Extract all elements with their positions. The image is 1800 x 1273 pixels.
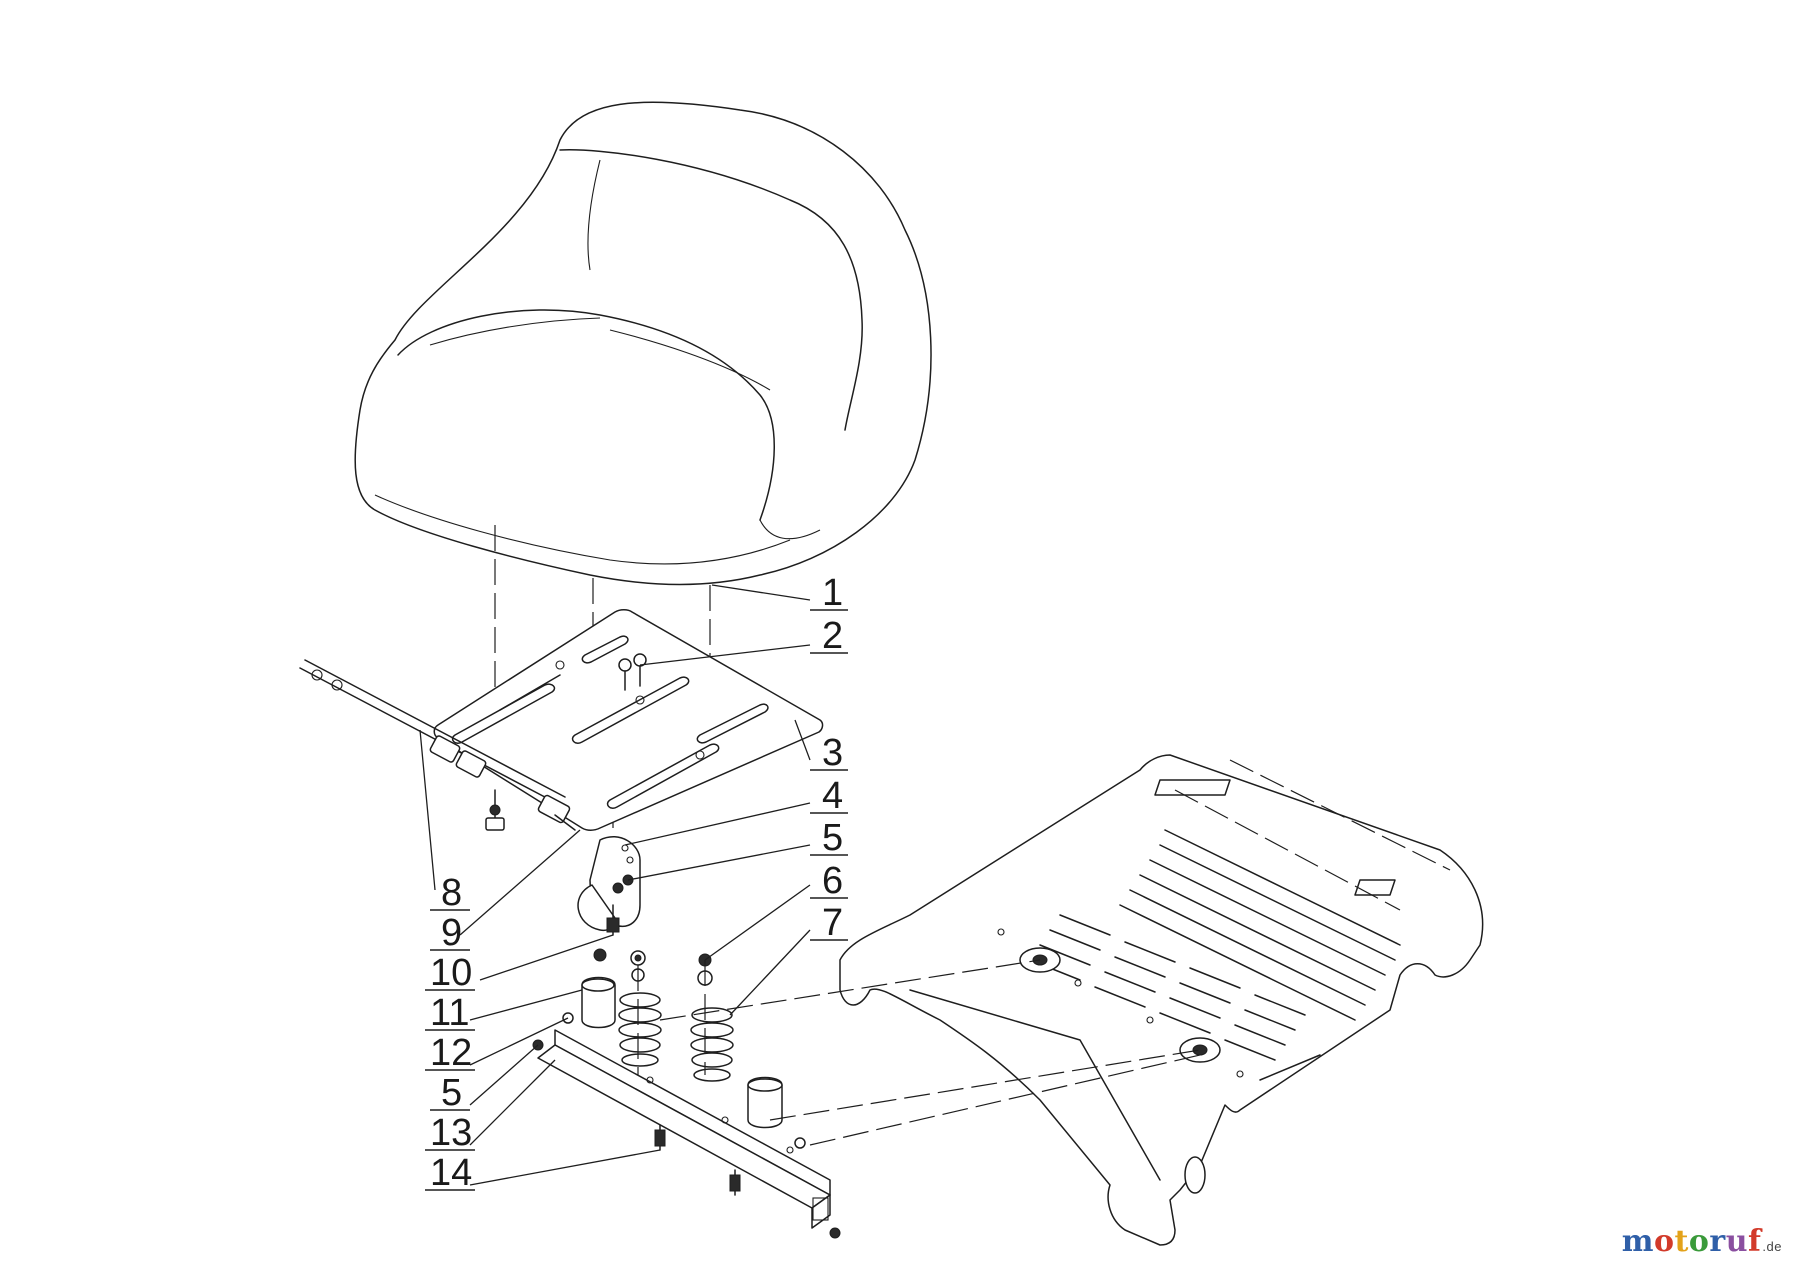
label-part-7: 7 <box>822 902 843 944</box>
part-number-labels: 1 2 3 4 5 6 7 8 9 10 11 12 5 13 14 <box>425 572 848 1194</box>
label-part-9: 9 <box>441 912 462 954</box>
pivot-rod-part <box>299 659 576 831</box>
motoruf-watermark-logo: motoruf.de <box>1621 1224 1782 1259</box>
label-part-8: 8 <box>441 872 462 914</box>
bolt-part-14 <box>654 1124 741 1196</box>
seat-part <box>354 101 932 586</box>
label-part-10: 10 <box>430 952 472 994</box>
bolt-part-10 <box>606 904 620 936</box>
label-part-5b: 5 <box>441 1072 462 1114</box>
label-part-6: 6 <box>822 860 843 902</box>
label-part-4: 4 <box>822 775 843 817</box>
bracket-part-4 <box>577 836 641 932</box>
label-part-3: 3 <box>822 732 843 774</box>
mounting-plate-frame <box>839 754 1484 1246</box>
label-part-12: 12 <box>430 1032 472 1074</box>
bumper-part-11 <box>581 976 783 1129</box>
label-part-2: 2 <box>822 615 843 657</box>
label-part-14: 14 <box>430 1152 472 1194</box>
channel-part-13 <box>532 1012 841 1239</box>
leader-lines <box>419 584 811 1186</box>
label-part-11: 11 <box>430 992 469 1034</box>
seat-plate-part <box>433 609 824 831</box>
label-part-1: 1 <box>822 572 843 614</box>
spring-part-7 <box>618 992 734 1082</box>
label-part-5: 5 <box>822 817 843 859</box>
screw-part-2 <box>618 653 647 691</box>
label-part-13: 13 <box>430 1112 472 1154</box>
